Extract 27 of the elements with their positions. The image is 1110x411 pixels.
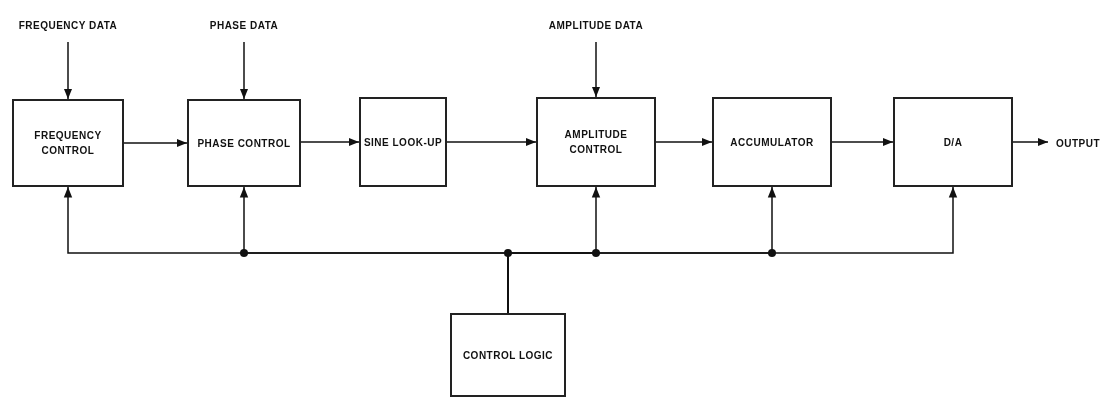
arrow xyxy=(1012,137,1049,147)
process-box xyxy=(712,97,832,187)
box-label: D/A xyxy=(943,135,963,150)
box-label: CONTROL LOGIC xyxy=(462,348,554,363)
arrow xyxy=(300,137,360,147)
signal-label: PHASE DATA xyxy=(209,18,279,33)
process-box xyxy=(359,97,447,187)
arrow xyxy=(123,138,188,148)
process-box xyxy=(450,313,566,397)
box-label: SINE LOOK-UP xyxy=(363,135,443,150)
signal-label: AMPLITUDE DATA xyxy=(548,18,644,33)
arrow xyxy=(63,41,73,100)
process-box xyxy=(536,97,656,187)
arrow xyxy=(239,41,249,100)
signal-label: FREQUENCY DATA xyxy=(18,18,118,33)
process-box xyxy=(187,99,301,187)
box-label: AMPLITUDE CONTROL xyxy=(563,128,629,157)
arrow xyxy=(831,137,894,147)
arrow xyxy=(655,137,713,147)
signal-label: OUTPUT xyxy=(1055,136,1101,151)
box-label: FREQUENCY CONTROL xyxy=(33,129,103,158)
arrow xyxy=(446,137,537,147)
process-box xyxy=(893,97,1013,187)
process-box xyxy=(12,99,124,187)
box-label: ACCUMULATOR xyxy=(730,135,814,150)
box-label: PHASE CONTROL xyxy=(197,136,291,151)
arrow xyxy=(591,41,601,98)
